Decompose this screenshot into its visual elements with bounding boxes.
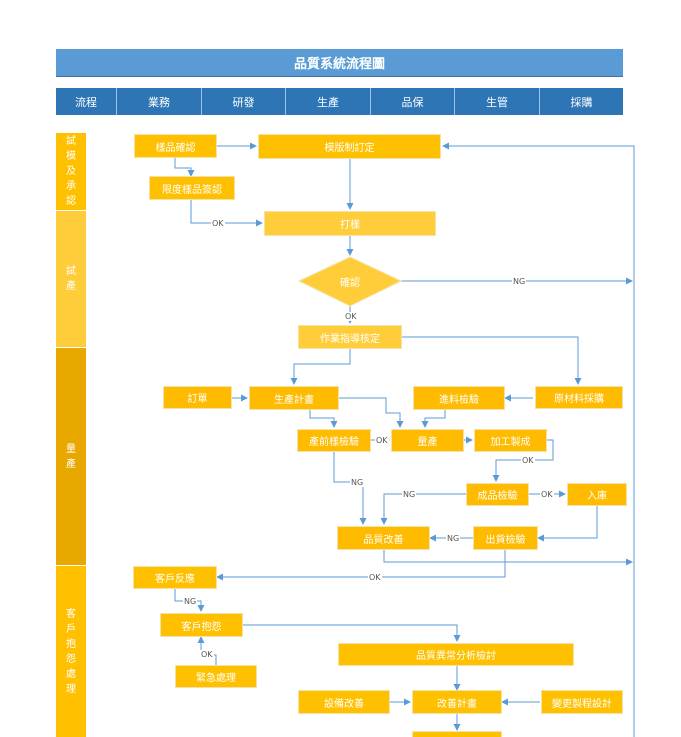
- edge-complaint-to-analysis: [243, 624, 461, 642]
- header-qa: 品保: [371, 88, 455, 115]
- edge-finished-ng: [380, 493, 466, 525]
- edge-label-ok: OK: [540, 490, 554, 499]
- node-limit-sample: 限度樣品簽認: [149, 176, 235, 200]
- node-production-plan: 生產計畫: [249, 386, 339, 410]
- node-mass-production: 量產: [391, 429, 464, 452]
- header-flow: 流程: [56, 88, 117, 115]
- lane-trial-mold: 試 模 及 承 認: [56, 133, 86, 211]
- edge-label-ok: OK: [521, 456, 535, 465]
- node-emergency-handling: 緊急處理: [175, 665, 257, 688]
- node-warehousing: 入庫: [567, 483, 627, 506]
- edge-label-ng: NG: [512, 277, 527, 286]
- node-order: 訂單: [163, 386, 232, 409]
- node-sample-confirm: 樣品確認: [134, 134, 217, 158]
- edge-label-ok: OK: [375, 436, 389, 445]
- edge-incoming-to-mass: [421, 410, 446, 428]
- edge-quality-to-right: [383, 550, 633, 566]
- lane-complaint: 客 戶 抱 怨 處 理: [56, 566, 86, 737]
- edge-label-ok: OK: [344, 312, 358, 321]
- node-anomaly-analysis: 品質異常分析檢討: [338, 643, 574, 666]
- edge-label-ng: NG: [402, 490, 417, 499]
- node-pre-production-inspection: 產前樣檢驗: [297, 429, 371, 452]
- edge-label-ng: NG: [350, 478, 365, 487]
- lane-mass-production: 量 產: [56, 348, 86, 566]
- node-processing: 加工製成: [474, 429, 547, 452]
- edge-sample-to-limit: [174, 158, 195, 177]
- edge-plan-to-mass: [339, 397, 404, 428]
- edge-label-ok: OK: [211, 219, 225, 228]
- node-proofing: 打樣: [264, 211, 436, 236]
- chart-title: 品質系統流程圖: [56, 49, 623, 77]
- node-incoming-inspection: 進料檢驗: [413, 386, 505, 410]
- node-customer-feedback: 客戶反應: [133, 566, 217, 589]
- edge-label-ng: NG: [183, 597, 198, 606]
- node-shipping-inspection: 出貨檢驗: [473, 526, 538, 550]
- header-sales: 業務: [117, 88, 202, 115]
- header-purchasing: 採購: [540, 88, 623, 115]
- edge-limit-to-proofing: [190, 200, 263, 227]
- lane-trial-production: 試 產: [56, 211, 86, 348]
- edge-shipping-ok-to-feedback: [216, 550, 506, 581]
- node-equipment-improvement: 設備改善: [298, 690, 390, 714]
- header-planning: 生管: [455, 88, 540, 115]
- node-bottom-partial: [412, 731, 502, 737]
- edge-warehouse-to-shipping: [537, 506, 598, 542]
- edge-label-ok: OK: [200, 650, 214, 659]
- node-finished-inspection: 成品檢驗: [466, 483, 529, 506]
- edge-label-ng: NG: [446, 534, 461, 543]
- edge-instruction-to-purchase: [402, 336, 582, 385]
- header-rd: 研發: [202, 88, 286, 115]
- edge-right-return-line: [442, 142, 635, 737]
- node-customer-complaint: 客戶抱怨: [160, 613, 243, 637]
- node-quality-improvement: 品質改善: [337, 526, 430, 550]
- edge-label-ok: OK: [368, 573, 382, 582]
- edge-plan-to-preprod: [309, 410, 338, 428]
- node-confirm: 確認: [340, 277, 360, 289]
- edge-processing-to-finished: [492, 439, 554, 482]
- node-raw-material-purchase: 原材料採購: [535, 386, 623, 409]
- header-production: 生產: [286, 88, 371, 115]
- node-work-instruction: 作業指導核定: [298, 325, 402, 349]
- edge-instruction-to-plan: [290, 349, 351, 385]
- edge-preprod-ng: [333, 452, 367, 525]
- node-process-design-change: 變更製程設計: [541, 690, 623, 714]
- node-mold-order: 模版制訂定: [258, 134, 441, 159]
- node-improvement-plan: 改善計畫: [412, 690, 502, 714]
